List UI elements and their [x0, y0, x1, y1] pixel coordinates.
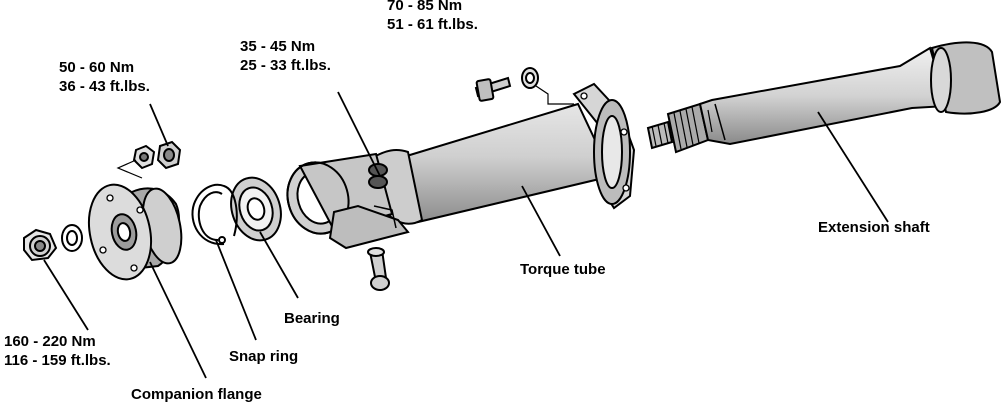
leader-extension-shaft: [817, 111, 889, 223]
label-extension-shaft: Extension shaft: [818, 219, 930, 236]
label-torque-tube: Torque tube: [520, 261, 606, 278]
torque-flange-nuts: 50 - 60 Nm 36 - 43 ft.lbs.: [59, 58, 150, 96]
leader-torque-tube: [521, 185, 561, 257]
label-companion-flange: Companion flange: [131, 386, 262, 403]
leader-companion-flange: [149, 261, 207, 379]
leader-companion-nut: [43, 259, 89, 331]
leader-snap-ring: [215, 239, 257, 341]
companion-flange: [88, 183, 183, 281]
flange-nuts: [132, 140, 182, 170]
torque-companion-nut-ftlbs: 116 - 159 ft.lbs.: [4, 352, 111, 369]
leader-lines: [43, 91, 889, 379]
label-bearing: Bearing: [284, 310, 340, 327]
flange-bolt: [474, 67, 539, 102]
torque-tube: [286, 82, 636, 250]
companion-nut: [23, 224, 83, 262]
torque-flange-bolt-ftlbs: 51 - 61 ft.lbs.: [387, 16, 478, 33]
label-snap-ring: Snap ring: [229, 348, 299, 365]
torque-flange-bolt: 70 - 85 Nm 51 - 61 ft.lbs.: [387, 0, 478, 34]
flange-bolt-pointer: [535, 85, 574, 105]
torque-companion-nut-nm: 160 - 220 Nm: [4, 333, 96, 350]
torque-bearing-clamp-nm: 35 - 45 Nm: [240, 38, 316, 55]
extension-shaft: [646, 41, 1002, 154]
flange-nuts-pointer: [116, 159, 143, 179]
torque-bearing-clamp: 35 - 45 Nm 25 - 33 ft.lbs.: [240, 37, 331, 75]
leader-bearing: [259, 231, 299, 299]
leader-flange-nuts: [149, 103, 169, 147]
bearing: [230, 176, 282, 242]
snap-ring: [191, 183, 238, 246]
torque-flange-bolt-nm: 70 - 85 Nm: [387, 0, 463, 14]
leader-bearing-clamp: [337, 91, 381, 177]
torque-companion-nut: 160 - 220 Nm 116 - 159 ft.lbs.: [4, 332, 111, 370]
clamp-bolt: [367, 247, 390, 291]
torque-flange-nuts-nm: 50 - 60 Nm: [59, 59, 135, 76]
torque-bearing-clamp-ftlbs: 25 - 33 ft.lbs.: [240, 57, 331, 74]
torque-flange-nuts-ftlbs: 36 - 43 ft.lbs.: [59, 78, 150, 95]
